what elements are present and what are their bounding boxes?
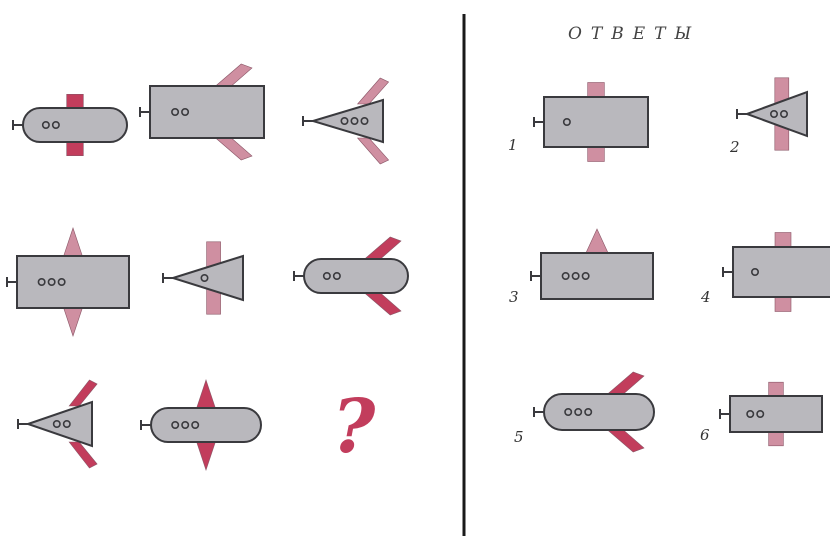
- answer-label-1: 1: [508, 136, 518, 154]
- puzzle-cell-1: [13, 94, 127, 155]
- puzzle-cell-7: [18, 380, 97, 468]
- wing-lower: [63, 306, 83, 336]
- fuselage: [544, 394, 654, 430]
- answer-option-6[interactable]: [720, 382, 822, 446]
- fuselage: [17, 256, 129, 308]
- answer-option-4[interactable]: [723, 233, 830, 312]
- fuselage: [150, 86, 264, 138]
- fuselage: [730, 396, 822, 432]
- puzzle-cell-6: [294, 237, 408, 315]
- answer-option-3[interactable]: [531, 229, 653, 299]
- wing-upper: [63, 228, 83, 258]
- answer-label-6: 6: [700, 426, 710, 444]
- fuselage: [541, 253, 653, 299]
- answer-label-3: 3: [509, 288, 519, 306]
- fuselage: [23, 108, 127, 142]
- fuselage: [151, 408, 261, 442]
- fuselage: [544, 97, 648, 147]
- puzzle-cell-8: [141, 380, 261, 470]
- answer-option-2[interactable]: [737, 78, 807, 150]
- puzzle-cell-3: [303, 78, 389, 164]
- fuselage: [733, 247, 830, 297]
- wing-fin: [585, 229, 609, 255]
- wing-lower: [196, 440, 216, 470]
- answer-option-5[interactable]: [534, 372, 654, 452]
- puzzle-grid: ?: [7, 64, 408, 470]
- answer-option-1[interactable]: [534, 83, 648, 162]
- answers-title: ОТВЕТЫ: [568, 24, 700, 44]
- answer-label-4: 4: [700, 288, 711, 306]
- puzzle-cell-2: [140, 64, 264, 160]
- wing-upper: [196, 380, 216, 410]
- fuselage: [304, 259, 408, 293]
- puzzle-cell-5: [163, 242, 243, 314]
- answer-label-5: 5: [514, 428, 524, 446]
- missing-answer-mark: ?: [332, 384, 376, 470]
- answer-grid: 1 2 3 4 5 6: [508, 78, 830, 452]
- puzzle-cell-4: [7, 228, 129, 336]
- answer-label-2: 2: [729, 138, 740, 156]
